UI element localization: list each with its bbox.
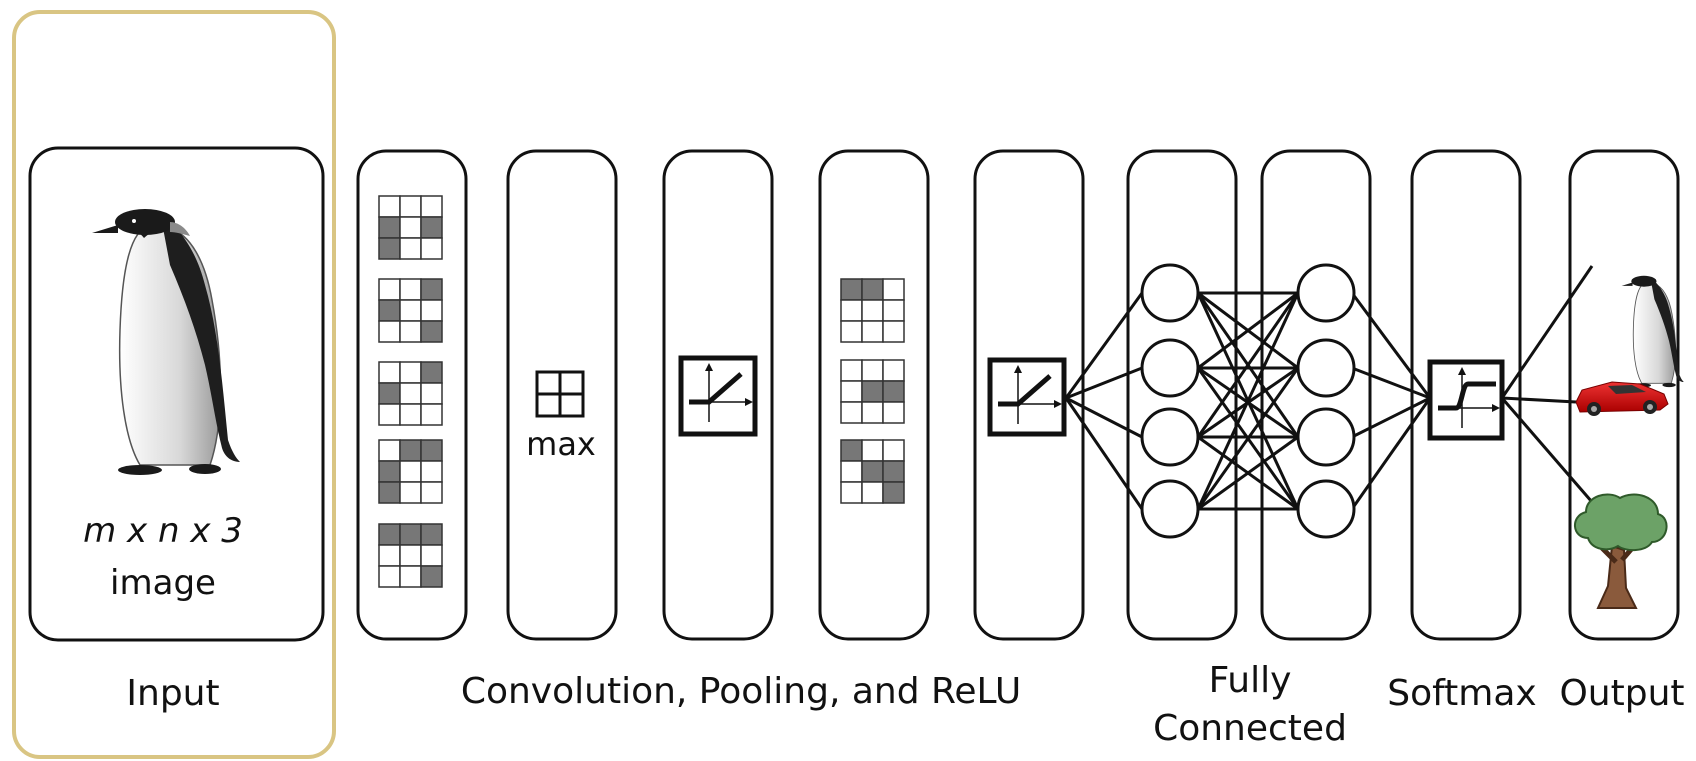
input-caption-text: image xyxy=(110,563,216,603)
fully-connected-label-line1: Fully xyxy=(1209,660,1292,701)
neuron-node xyxy=(1140,338,1200,398)
fc-panel-1 xyxy=(1126,149,1238,641)
neuron-node xyxy=(1296,263,1356,323)
input-highlight-frame xyxy=(12,10,336,759)
neuron-node xyxy=(1296,338,1356,398)
neuron-node xyxy=(1140,407,1200,467)
neuron-node xyxy=(1296,407,1356,467)
conv-pool-relu-label: Convolution, Pooling, and ReLU xyxy=(461,671,1021,712)
filter-grid xyxy=(378,523,443,588)
fc-neurons xyxy=(1140,263,1356,539)
filter-grid xyxy=(378,439,443,504)
relu-graph-icon xyxy=(987,357,1067,437)
conv-filter-grids-2 xyxy=(840,278,905,504)
sigmoid-graph-icon xyxy=(1427,359,1505,441)
conv-filter-grids xyxy=(378,195,443,588)
neuron-node xyxy=(1296,479,1356,539)
penguin-icon xyxy=(92,209,240,475)
fully-connected-label-line2: Connected xyxy=(1153,708,1347,749)
network-connections xyxy=(1064,265,1594,511)
neuron-node xyxy=(1140,263,1200,323)
filter-grid xyxy=(378,195,443,260)
filter-grid xyxy=(840,359,905,424)
input-label: Input xyxy=(126,673,219,714)
filter-grid xyxy=(840,278,905,343)
neuron-node xyxy=(1140,479,1200,539)
filter-grid xyxy=(378,361,443,426)
filter-grid xyxy=(378,278,443,343)
penguin-icon xyxy=(1621,275,1684,388)
output-label: Output xyxy=(1559,673,1684,714)
pool-max-text: max xyxy=(526,425,596,463)
sports-car-icon xyxy=(1575,381,1669,416)
max-pool-grid-icon xyxy=(535,370,585,418)
tree-icon xyxy=(1574,493,1668,609)
relu-graph-icon xyxy=(678,355,758,437)
softmax-label: Softmax xyxy=(1387,673,1536,714)
filter-grid xyxy=(840,439,905,504)
input-dims-text: m x n x 3 xyxy=(83,511,243,551)
